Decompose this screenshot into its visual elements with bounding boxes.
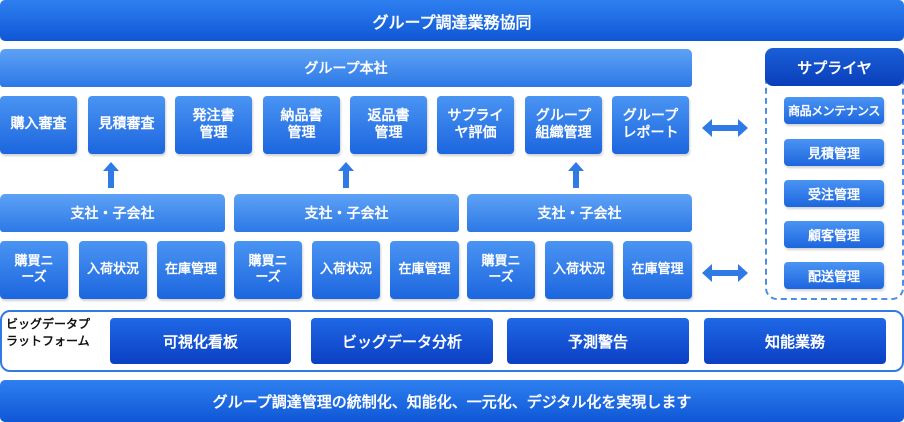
branch-module-label: 入荷状況 bbox=[319, 261, 372, 277]
supplier-module-label: 商品メンテナンス bbox=[788, 104, 880, 118]
hq-module-label: グループ 組織管理 bbox=[535, 107, 592, 142]
hq-module-label: 購入審査 bbox=[10, 116, 67, 133]
hq-module-supplier-evaluation[interactable]: サプライ ヤ評価 bbox=[437, 96, 514, 154]
branch-module-label: 購買ニ ーズ bbox=[481, 253, 521, 285]
bigdata-module-label: 可視化看板 bbox=[162, 332, 238, 351]
arrow-up-icon bbox=[103, 162, 119, 188]
branch-module-arrival-status[interactable]: 入荷状況 bbox=[545, 241, 613, 299]
supplier-module-order-management[interactable]: 受注管理 bbox=[784, 180, 884, 207]
bigdata-module-label: ビッグデータ分析 bbox=[341, 332, 462, 351]
branch-module-inventory[interactable]: 在庫管理 bbox=[623, 241, 692, 299]
hq-module-label: 返品書 管理 bbox=[367, 107, 410, 142]
bigdata-module-visual-dashboard[interactable]: 可視化看板 bbox=[110, 318, 291, 364]
branch-bar: 支社・子会社 bbox=[0, 194, 225, 232]
arrow-up-icon bbox=[338, 162, 354, 188]
hq-module-quote-review[interactable]: 見積審査 bbox=[88, 96, 165, 154]
hq-module-delivery-management[interactable]: 納品書 管理 bbox=[263, 96, 340, 154]
branch-module-label: 在庫管理 bbox=[164, 261, 217, 277]
branch-module-label: 購買ニ ーズ bbox=[248, 253, 288, 285]
branch-module-inventory[interactable]: 在庫管理 bbox=[390, 241, 459, 299]
double-arrow-icon bbox=[702, 119, 748, 137]
header-title: グループ調達業務協同 bbox=[372, 12, 532, 32]
supplier-title-bar: サプライヤ bbox=[765, 48, 904, 86]
arrow-up-icon bbox=[568, 162, 584, 188]
branch-module-label: 入荷状況 bbox=[86, 261, 139, 277]
supplier-module-customer-management[interactable]: 顧客管理 bbox=[784, 221, 884, 248]
supplier-module-product-maintenance[interactable]: 商品メンテナンス bbox=[784, 97, 884, 124]
hq-module-po-management[interactable]: 発注書 管理 bbox=[175, 96, 252, 154]
branch-module-label: 購買ニ ーズ bbox=[14, 253, 54, 285]
branch-module-purchase-needs[interactable]: 購買ニ ーズ bbox=[0, 241, 68, 299]
supplier-module-label: 顧客管理 bbox=[807, 229, 860, 244]
supplier-module-delivery-management[interactable]: 配送管理 bbox=[784, 262, 884, 289]
supplier-module-label: 配送管理 bbox=[807, 270, 860, 285]
double-arrow-icon bbox=[702, 264, 748, 282]
bigdata-module-label: 知能業務 bbox=[764, 332, 825, 351]
branch-bar: 支社・子会社 bbox=[467, 194, 692, 232]
branch-module-purchase-needs[interactable]: 購買ニ ーズ bbox=[234, 241, 302, 299]
footer-text: グループ調達管理の統制化、知能化、一元化、デジタル化を実現します bbox=[212, 392, 692, 411]
branch-title: 支社・子会社 bbox=[304, 206, 389, 222]
hq-module-return-management[interactable]: 返品書 管理 bbox=[350, 96, 427, 154]
hq-module-org-management[interactable]: グループ 組織管理 bbox=[525, 96, 602, 154]
hq-module-label: 納品書 管理 bbox=[280, 107, 323, 142]
branch-title: 支社・子会社 bbox=[70, 206, 155, 222]
hq-module-group-report[interactable]: グループ レポート bbox=[612, 96, 689, 154]
hq-module-label: グループ レポート bbox=[622, 107, 679, 142]
supplier-title: サプライヤ bbox=[797, 58, 872, 77]
group-hq-title: グループ本社 bbox=[304, 61, 388, 77]
hq-module-label: 発注書 管理 bbox=[192, 107, 235, 142]
supplier-module-label: 受注管理 bbox=[807, 188, 860, 203]
branch-module-purchase-needs[interactable]: 購買ニ ーズ bbox=[467, 241, 535, 299]
bigdata-platform-label: ビッグデータプ ラットフォーム bbox=[6, 317, 91, 349]
branch-module-label: 入荷状況 bbox=[552, 261, 605, 277]
branch-bar: 支社・子会社 bbox=[234, 194, 459, 232]
group-hq-bar: グループ本社 bbox=[0, 49, 692, 87]
branch-title: 支社・子会社 bbox=[537, 206, 622, 222]
bigdata-module-analysis[interactable]: ビッグデータ分析 bbox=[311, 318, 493, 364]
hq-module-purchase-review[interactable]: 購入審査 bbox=[0, 96, 77, 154]
hq-module-label: サプライ ヤ評価 bbox=[447, 107, 504, 142]
branch-module-label: 在庫管理 bbox=[631, 261, 684, 277]
hq-module-label: 見積審査 bbox=[98, 116, 155, 133]
bigdata-module-intelligent-operations[interactable]: 知能業務 bbox=[704, 318, 886, 364]
bigdata-module-prediction-alert[interactable]: 予測警告 bbox=[507, 318, 689, 364]
supplier-module-quote-management[interactable]: 見積管理 bbox=[784, 139, 884, 166]
branch-module-inventory[interactable]: 在庫管理 bbox=[157, 241, 225, 299]
branch-module-arrival-status[interactable]: 入荷状況 bbox=[312, 241, 380, 299]
footer-bar: グループ調達管理の統制化、知能化、一元化、デジタル化を実現します bbox=[0, 380, 904, 422]
bigdata-module-label: 予測警告 bbox=[567, 332, 628, 351]
supplier-module-label: 見積管理 bbox=[807, 147, 860, 162]
header-bar: グループ調達業務協同 bbox=[0, 0, 904, 41]
branch-module-label: 在庫管理 bbox=[398, 261, 451, 277]
branch-module-arrival-status[interactable]: 入荷状況 bbox=[79, 241, 147, 299]
